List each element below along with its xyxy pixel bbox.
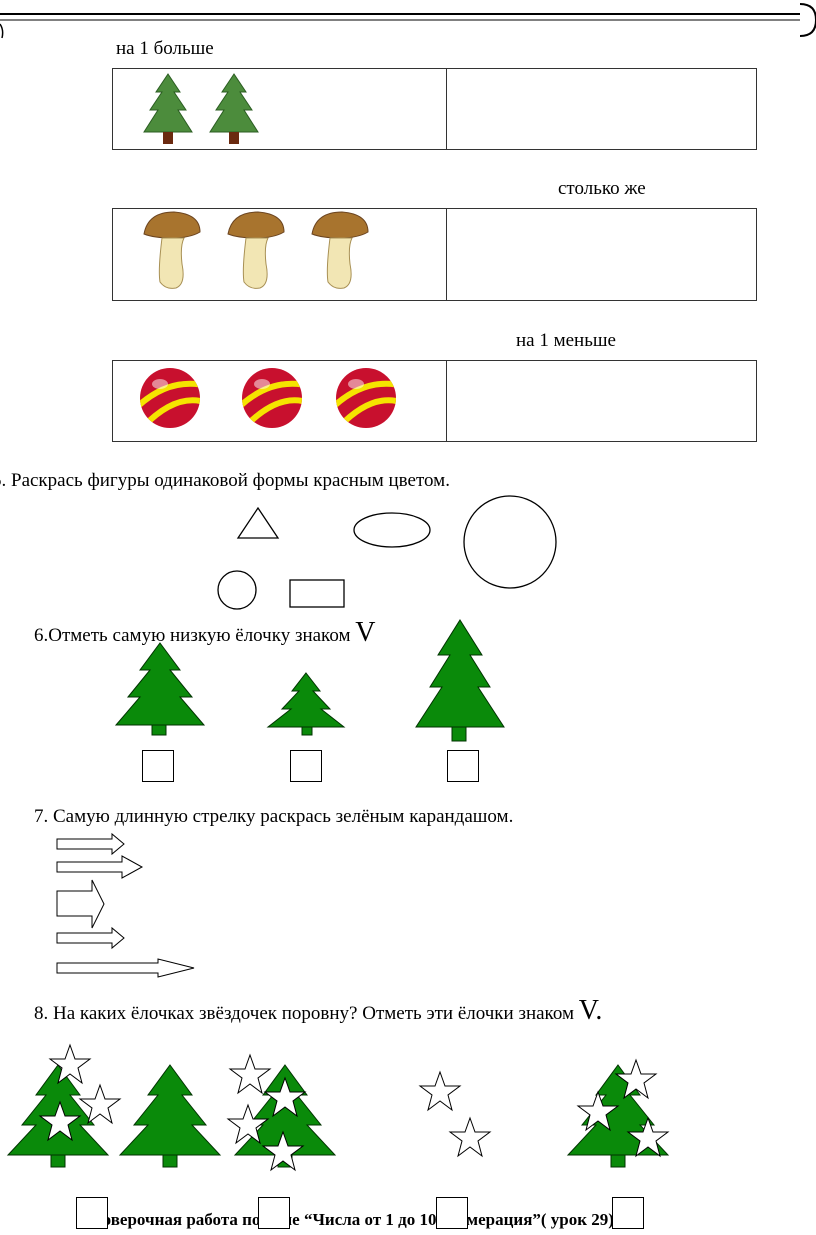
task8-instruction: 8. На каких ёлочках звёздочек поровну? О…: [34, 1003, 574, 1024]
row-mushrooms: [112, 208, 757, 301]
fir-tree-icon: [114, 642, 206, 736]
arrow-5: [56, 958, 195, 978]
checkbox-tree-3[interactable]: [447, 750, 479, 782]
fir-tree-icon: [266, 672, 346, 736]
trees-with-stars-figure: [7, 1044, 669, 1171]
label-same-amount: столько же: [558, 178, 646, 199]
task8-mark: V.: [578, 995, 603, 1026]
tree-group-3: [227, 1054, 336, 1171]
checkbox-group-2[interactable]: [258, 1197, 290, 1229]
ball-icon: [242, 368, 302, 428]
arrows-figure: [56, 832, 195, 978]
task6-instruction: 6.Отметь самую низкую ёлочку знаком: [34, 625, 351, 646]
checkbox-group-4[interactable]: [612, 1197, 644, 1229]
rectangle-shape: [289, 579, 345, 608]
tree-group-4: [419, 1071, 491, 1157]
tree-group-1: [7, 1044, 121, 1168]
label-less-by-one: на 1 меньше: [516, 330, 616, 351]
small-circle-shape: [217, 570, 257, 610]
mushroom-icon: [143, 211, 201, 289]
arrow-3: [56, 879, 105, 929]
tree-group-2: [119, 1064, 221, 1168]
arrow-4: [56, 926, 125, 950]
fir-trees-height-figure: [114, 619, 505, 742]
task6-mark: V: [355, 617, 376, 648]
fir-tree-icon: [209, 73, 259, 144]
shapes-figure: [217, 495, 557, 610]
label-more-by-one: на 1 больше: [116, 38, 214, 59]
ball-icon: [140, 368, 200, 428]
arrow-1: [56, 832, 125, 856]
mushroom-icon: [311, 211, 369, 289]
checkbox-tree-2[interactable]: [290, 750, 322, 782]
checkbox-tree-1[interactable]: [142, 750, 174, 782]
footer-title: Проверочная работа по теме “Числа от 1 д…: [80, 1210, 614, 1229]
task5-text: 5. Раскрась фигуры одинаковой формы крас…: [0, 470, 450, 491]
task7-text: 7. Самую длинную стрелку раскрась зелёны…: [34, 806, 514, 827]
triangle-shape: [236, 506, 280, 539]
checkbox-group-1[interactable]: [76, 1197, 108, 1229]
ball-icon: [336, 368, 396, 428]
tree-group-5: [567, 1059, 669, 1168]
checkbox-group-3[interactable]: [436, 1197, 468, 1229]
fir-tree-icon: [143, 73, 193, 144]
arrow-2: [56, 855, 144, 879]
task8-text: 8. На каких ёлочках звёздочек поровну? О…: [34, 995, 602, 1027]
task6-text: 6.Отметь самую низкую ёлочку знаком V: [34, 617, 375, 649]
page-border: [0, 3, 816, 39]
large-circle-shape: [463, 495, 557, 589]
fir-tree-icon: [415, 619, 505, 742]
row-balls: [112, 360, 757, 442]
ellipse-shape: [353, 512, 431, 548]
mushroom-icon: [227, 211, 285, 289]
